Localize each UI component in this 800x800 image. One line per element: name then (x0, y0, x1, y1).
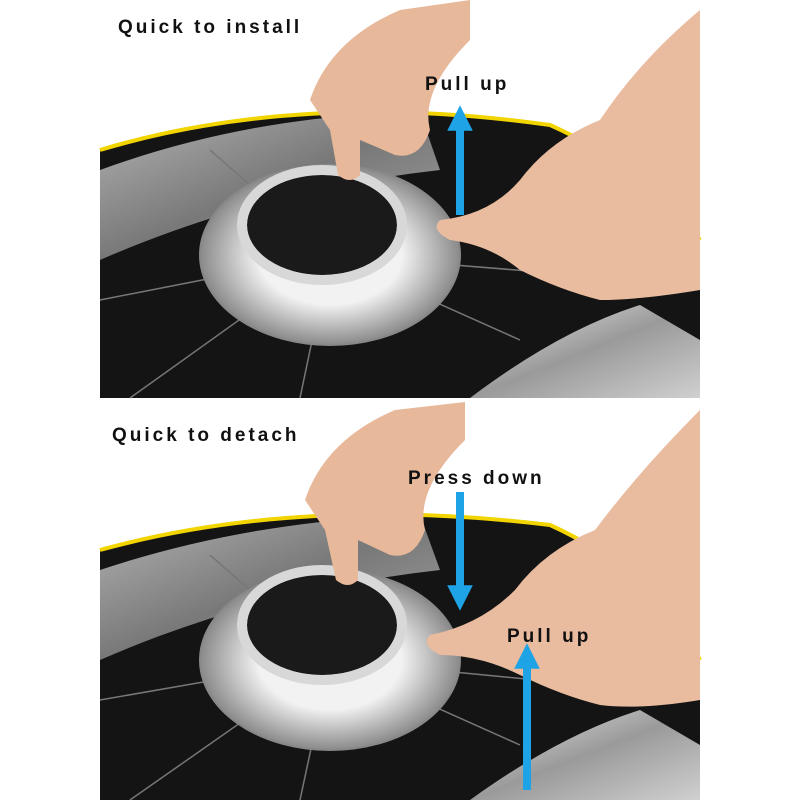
detach-heading: Quick to detach (112, 425, 300, 446)
softbox-silver-corner (470, 305, 700, 398)
detach-photo (99, 402, 702, 800)
install-heading: Quick to install (118, 17, 303, 38)
pull-up-label: Pull up (507, 626, 592, 647)
hand-left (310, 0, 470, 180)
press-down-label: Press down (408, 468, 545, 489)
mount-collar (237, 565, 407, 685)
pull-up-label: Pull up (425, 74, 510, 95)
hand-right (436, 10, 700, 300)
mount-collar (237, 165, 407, 285)
speed-ring-opening (247, 575, 397, 675)
hand-right (426, 410, 700, 707)
speed-ring-opening (247, 175, 397, 275)
hand-left (305, 402, 465, 585)
install-photo (99, 0, 702, 399)
